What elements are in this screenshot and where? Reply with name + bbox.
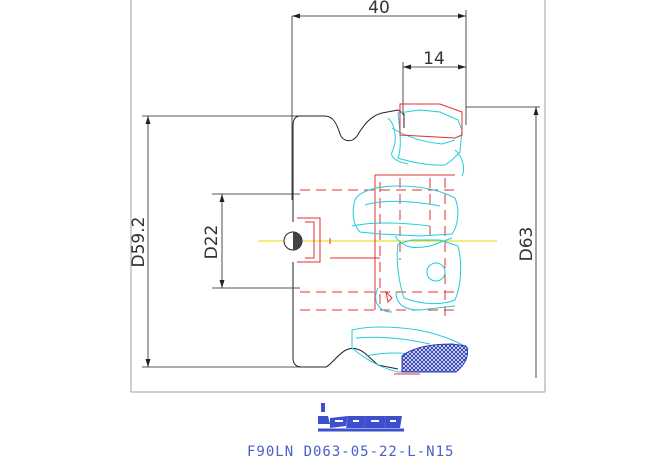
- dimension-40: 40: [291, 0, 467, 200]
- cutter-body-outline: [292, 109, 405, 370]
- dimension-14: 14: [402, 49, 466, 115]
- cutting-edge-hatch: [401, 343, 469, 373]
- dimension-d22: D22: [202, 193, 300, 289]
- insert-screw: [426, 262, 446, 282]
- dimension-d63: D63: [466, 106, 540, 378]
- dimension-40-label: 40: [368, 0, 390, 18]
- bore-keyway: [283, 217, 321, 263]
- pin-hole-half: [293, 232, 302, 250]
- iscar-logo: [318, 403, 404, 432]
- dimension-d63-label: D63: [517, 227, 537, 262]
- dimension-d22-label: D22: [202, 225, 222, 260]
- hidden-lines: [300, 174, 455, 320]
- dimension-d59-2: D59.2: [129, 115, 305, 368]
- insert-top: [387, 103, 465, 177]
- insert-middle: [351, 185, 459, 249]
- insert-bottom: [351, 326, 469, 375]
- dimension-d59-2-label: D59.2: [129, 217, 149, 268]
- insert-lower: [375, 239, 462, 313]
- tool-designation: F90LN D063-05-22-L-N15: [247, 444, 454, 460]
- dimension-14-label: 14: [423, 49, 445, 69]
